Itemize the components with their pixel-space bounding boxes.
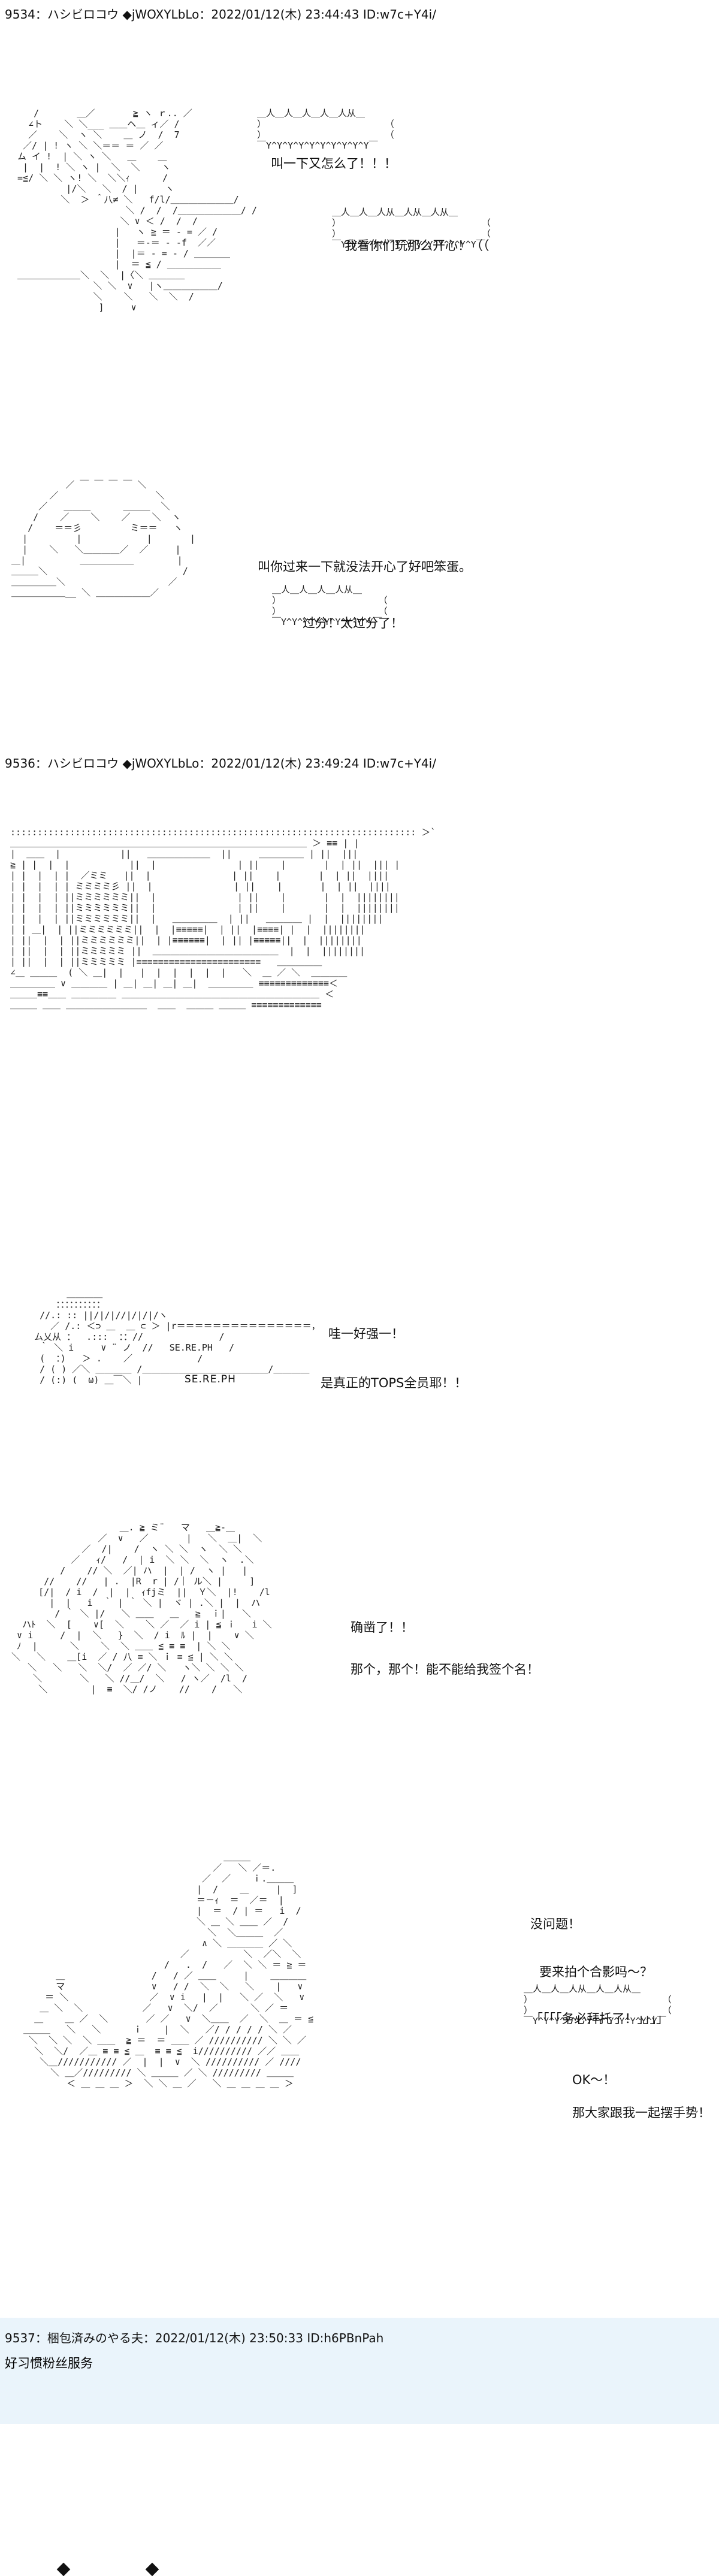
ascii-art-fan: ＿＿＿＿ ：：：：：：：：：： //.: :: ||/|/|//|/|/|/ヽ … xyxy=(34,1288,321,1385)
speech-bubble-frame-1: ＿人＿人＿人＿人＿人从＿ ） （ ） （ ￣Y^Y^Y^Y^Y^Y^Y^Y^Y^… xyxy=(257,108,394,151)
dialogue-line: 要来拍个合影吗～？ xyxy=(539,1965,652,1979)
dialogue-line: 没问题！ xyxy=(530,1917,581,1931)
dialogue-line: 确凿了！！ xyxy=(351,1620,413,1635)
ascii-art-excited: ＿. ≧ ミ¨ マ ＿≧-＿ ／ ∨ ／ | ＼ ＿| ＼ ／ /| / ヽ ＼… xyxy=(11,1522,272,1695)
post-body: 好习惯粉丝服务 xyxy=(5,2356,93,2370)
ascii-art-group: ＿＿＿ ／ ＼ ／＝. ／ ／ ｉ.＿＿＿ | / ＿ | ] ＝－ｨ ＝ ／＝… xyxy=(23,1852,314,2089)
ascii-art-arena: ::::::::::::::::::::::::::::::::::::::::… xyxy=(10,827,436,1010)
dialogue-line: 那大家跟我一起摆手势！ xyxy=(572,2106,711,2120)
ascii-scene-shout: / ＿／ ≧ ヽ ｒ.. ／ ∠ト ＼ ＼___ ＿＿ヘ＿ ィ／ / ／ ＼ ヽ… xyxy=(0,96,719,479)
dialogue-line: 那个，那个！能不能给我签个名！ xyxy=(351,1662,539,1677)
dialogue-line: 「「「「务必拜托了！」」」」 xyxy=(530,2012,669,2026)
team-logo-text: SE.RE.PH xyxy=(185,1373,236,1385)
ascii-scene-arena: ::::::::::::::::::::::::::::::::::::::::… xyxy=(0,815,719,1210)
dialogue-line: 叫一下又怎么了！！！ xyxy=(271,156,397,171)
speech-bubble-frame-4: ＿人＿人＿人从＿人＿人从＿ ） （ ） （ ￣Y^Y^Y^Y^Y^Y^Y^Y^Y… xyxy=(524,1983,672,2027)
speech-bubble-frame-2: ＿人＿人＿人从＿人从＿人从＿ ） （ ） （ ￣Y^Y^Y^Y^Y^Y^Y^Y^… xyxy=(332,207,491,250)
post-header-9537: 9537：梱包済みのやる夫：2022/01/12(木) 23:50:33 ID:… xyxy=(5,2331,384,2345)
dialogue-line: 过分！太过分了！ xyxy=(303,616,403,630)
ascii-scene-fan: ＿＿＿＿ ：：：：：：：：：： //.: :: ||/|/|//|/|/|/ヽ … xyxy=(0,1276,719,2576)
speech-bubble-frame-3: ＿人＿人＿人＿人从＿ ） （ ） （ ￣Y^Y^Y^Y^Y^Y^Y^Y^Y￣ xyxy=(272,584,388,627)
ascii-art-blob: ／ ￣ ￣ ￣ ￣ ＼ ／ ＼ ／ ＿＿＿ ＿＿＿ ＼ / ／ ＼ ／ ＼ ヽ … xyxy=(11,479,196,598)
reply-post-9537: 9537：梱包済みのやる夫：2022/01/12(木) 23:50:33 ID:… xyxy=(0,2318,719,2424)
ascii-art-character: / ＿／ ≧ ヽ ｒ.. ／ ∠ト ＼ ＼___ ＿＿ヘ＿ ィ／ / ／ ＼ ヽ… xyxy=(17,108,257,313)
post-header-9534: 9534：ハシビロコウ ◆jWOXYLbLo：2022/01/12(木) 23:… xyxy=(5,7,436,22)
dialogue-line: 是真正的TOPS全员耶！！ xyxy=(321,1376,467,1390)
ascii-scene-blob: ／ ￣ ￣ ￣ ￣ ＼ ／ ＼ ／ ＿＿＿ ＿＿＿ ＼ / ／ ＼ ／ ＼ ヽ … xyxy=(0,467,719,695)
ascii-scene-excited: ＿. ≧ ミ¨ マ ＿≧-＿ ／ ∨ ／ | ＼ ＿| ＼ ／ /| / ヽ ＼… xyxy=(0,1510,719,1810)
ascii-scene-group: ＿＿＿ ／ ＼ ／＝. ／ ／ ｉ.＿＿＿ | / ＿ | ] ＝－ｨ ＝ ／＝… xyxy=(0,1840,719,2295)
post-header-9536: 9536：ハシビロコウ ◆jWOXYLbLo：2022/01/12(木) 23:… xyxy=(5,756,436,771)
dialogue-line: 叫你过来一下就没法开心了好吧笨蛋。 xyxy=(258,560,472,574)
dialogue-line: 哇一好强一！ xyxy=(328,1327,404,1341)
sparkle-icon xyxy=(145,2562,159,2576)
sparkle-icon xyxy=(56,2562,71,2576)
dialogue-line: OK～！ xyxy=(572,2073,616,2087)
dialogue-line: 我看你们玩那么开心！（（ xyxy=(345,238,490,253)
